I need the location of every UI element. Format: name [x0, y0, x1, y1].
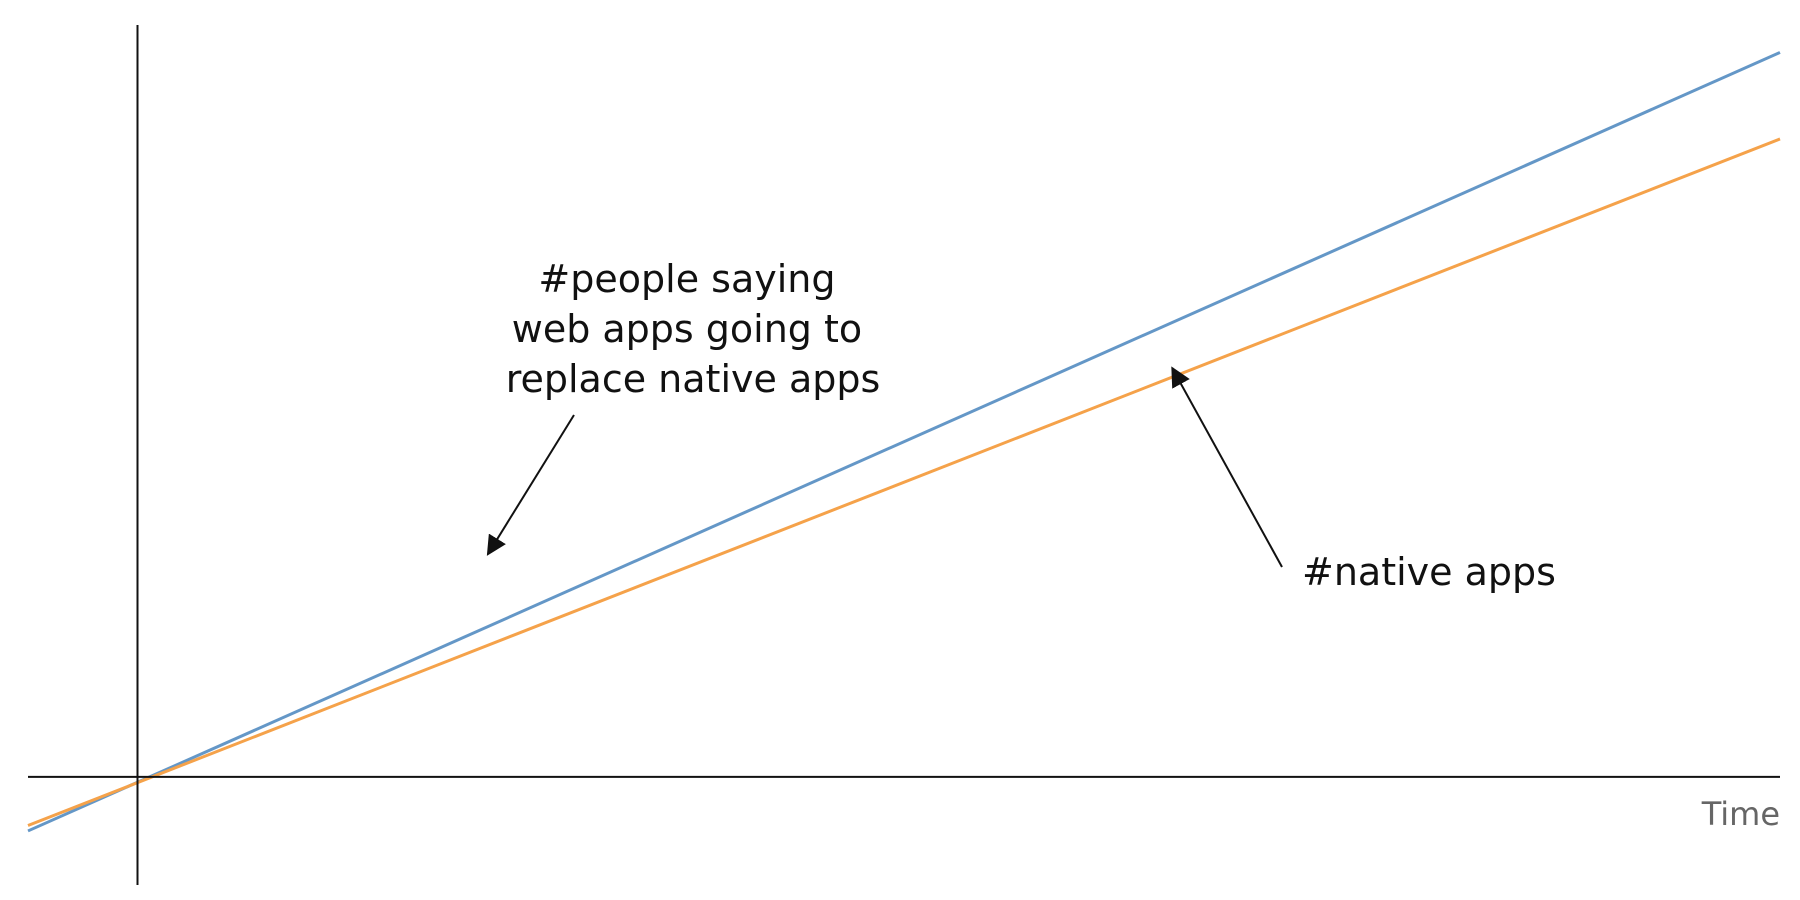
annotation-people-saying-line-3: replace native apps — [506, 357, 881, 401]
series-line-2 — [27, 137, 1781, 827]
annotation-people-saying-line-2: web apps going to — [512, 307, 862, 351]
series-line-1 — [27, 51, 1781, 833]
annotation-native-apps-line-1: #native apps — [1302, 550, 1556, 594]
svg-text:#native apps: #native apps — [1302, 550, 1556, 594]
annotation-people-saying-line-1: #people saying — [538, 257, 835, 301]
annotation-people-saying: #people saying web apps going to replace… — [486, 257, 881, 556]
annotation-native-apps: #native apps — [1171, 366, 1556, 594]
series-layer — [27, 51, 1781, 833]
x-axis-label: Time — [1701, 795, 1780, 833]
annotation-native-apps-arrow — [1171, 366, 1283, 568]
annotation-people-saying-arrow — [486, 414, 575, 556]
svg-text:#people saying web apps: #people saying web apps going to replace… — [506, 257, 881, 401]
